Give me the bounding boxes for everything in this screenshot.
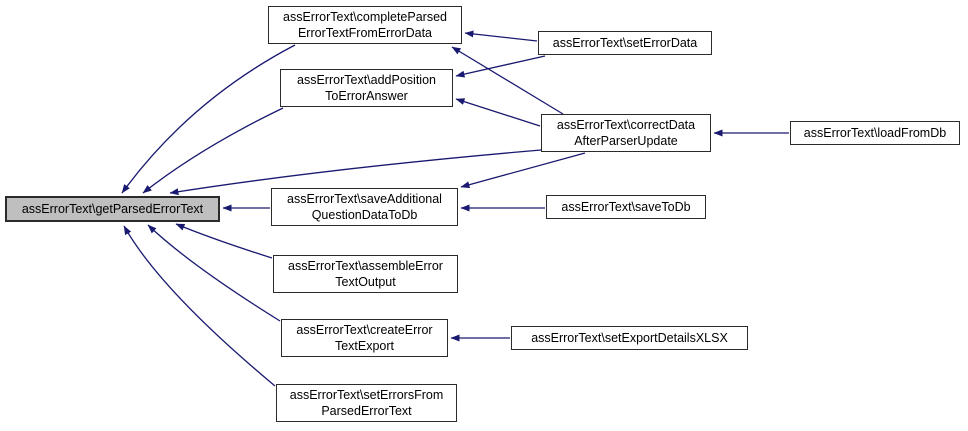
edge-addPositionToErrorAnswer-to-getParsedErrorText: [142, 107, 284, 194]
edge-completeParsedErrorTextFromErrorData-to-getParsedErrorText: [121, 44, 296, 194]
node-correctDataAfterParserUpdate[interactable]: assErrorText\correctData AfterParserUpda…: [541, 114, 711, 152]
node-completeParsedErrorTextFromErrorData[interactable]: assErrorText\completeParsed ErrorTextFro…: [268, 6, 462, 44]
edge-assembleErrorTextOutput-to-getParsedErrorText: [175, 223, 273, 259]
node-saveToDb[interactable]: assErrorText\saveToDb: [546, 195, 706, 219]
node-saveAdditionalQuestionDataToDb[interactable]: assErrorText\saveAdditional QuestionData…: [271, 188, 458, 226]
edge-setErrorData-to-addPositionToErrorAnswer: [455, 55, 546, 78]
node-assembleErrorTextOutput[interactable]: assErrorText\assembleError TextOutput: [273, 255, 458, 293]
node-setErrorsFromParsedErrorText[interactable]: assErrorText\setErrorsFrom ParsedErrorTe…: [276, 384, 457, 422]
node-loadFromDb[interactable]: assErrorText\loadFromDb: [790, 121, 960, 145]
node-createErrorTextExport[interactable]: assErrorText\createError TextExport: [281, 319, 448, 357]
edge-setErrorsFromParsedErrorText-to-getParsedErrorText: [123, 225, 276, 387]
node-addPositionToErrorAnswer[interactable]: assErrorText\addPosition ToErrorAnswer: [280, 69, 453, 107]
edge-correctDataAfterParserUpdate-to-getParsedErrorText: [169, 149, 542, 196]
edge-correctDataAfterParserUpdate-to-addPositionToErrorAnswer: [455, 98, 541, 127]
edge-createErrorTextExport-to-getParsedErrorText: [147, 224, 281, 322]
edge-setErrorData-to-completeParsedErrorTextFromErrorData: [464, 30, 538, 42]
edge-correctDataAfterParserUpdate-to-completeParsedErrorTextFromErrorData: [451, 46, 564, 115]
node-setErrorData[interactable]: assErrorText\setErrorData: [538, 31, 712, 55]
edge-correctDataAfterParserUpdate-to-saveAdditionalQuestionDataToDb: [460, 152, 586, 189]
node-getParsedErrorText: assErrorText\getParsedErrorText: [5, 196, 220, 222]
node-setExportDetailsXLSX[interactable]: assErrorText\setExportDetailsXLSX: [511, 326, 748, 350]
